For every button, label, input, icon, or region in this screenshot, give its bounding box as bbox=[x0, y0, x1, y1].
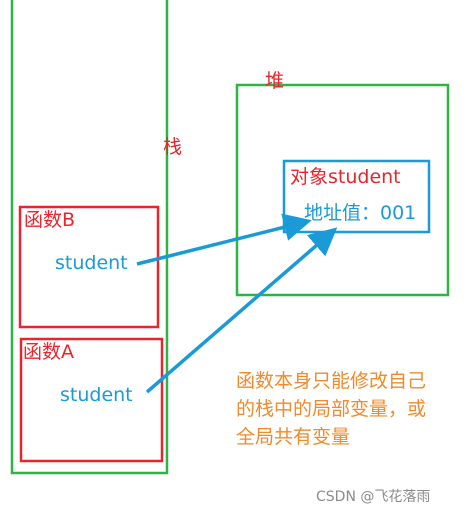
note-line-2: 的栈中的局部变量，或 bbox=[236, 398, 427, 420]
function-b-student-var: student bbox=[55, 252, 128, 274]
note-line-1: 函数本身只能修改自己 bbox=[236, 370, 427, 392]
function-b-label: 函数B bbox=[24, 209, 76, 231]
student-object-box bbox=[282, 159, 431, 234]
function-a-label: 函数A bbox=[23, 341, 74, 363]
note-line-3: 全局共有变量 bbox=[236, 426, 351, 448]
heap-region bbox=[235, 83, 450, 297]
arrow-function-b-to-object bbox=[136, 213, 312, 266]
function-a-frame bbox=[19, 337, 164, 463]
stack-label: 栈 bbox=[163, 136, 183, 158]
arrow-function-a-to-object bbox=[145, 227, 338, 394]
object-address: 地址值：001 bbox=[304, 202, 417, 224]
heap-label: 堆 bbox=[265, 70, 285, 92]
stack-region bbox=[10, 0, 169, 475]
function-a-student-var: student bbox=[60, 384, 133, 406]
object-title: 对象student bbox=[290, 166, 401, 188]
function-b-frame bbox=[18, 205, 160, 329]
watermark: CSDN @飞花落雨 bbox=[316, 489, 431, 505]
